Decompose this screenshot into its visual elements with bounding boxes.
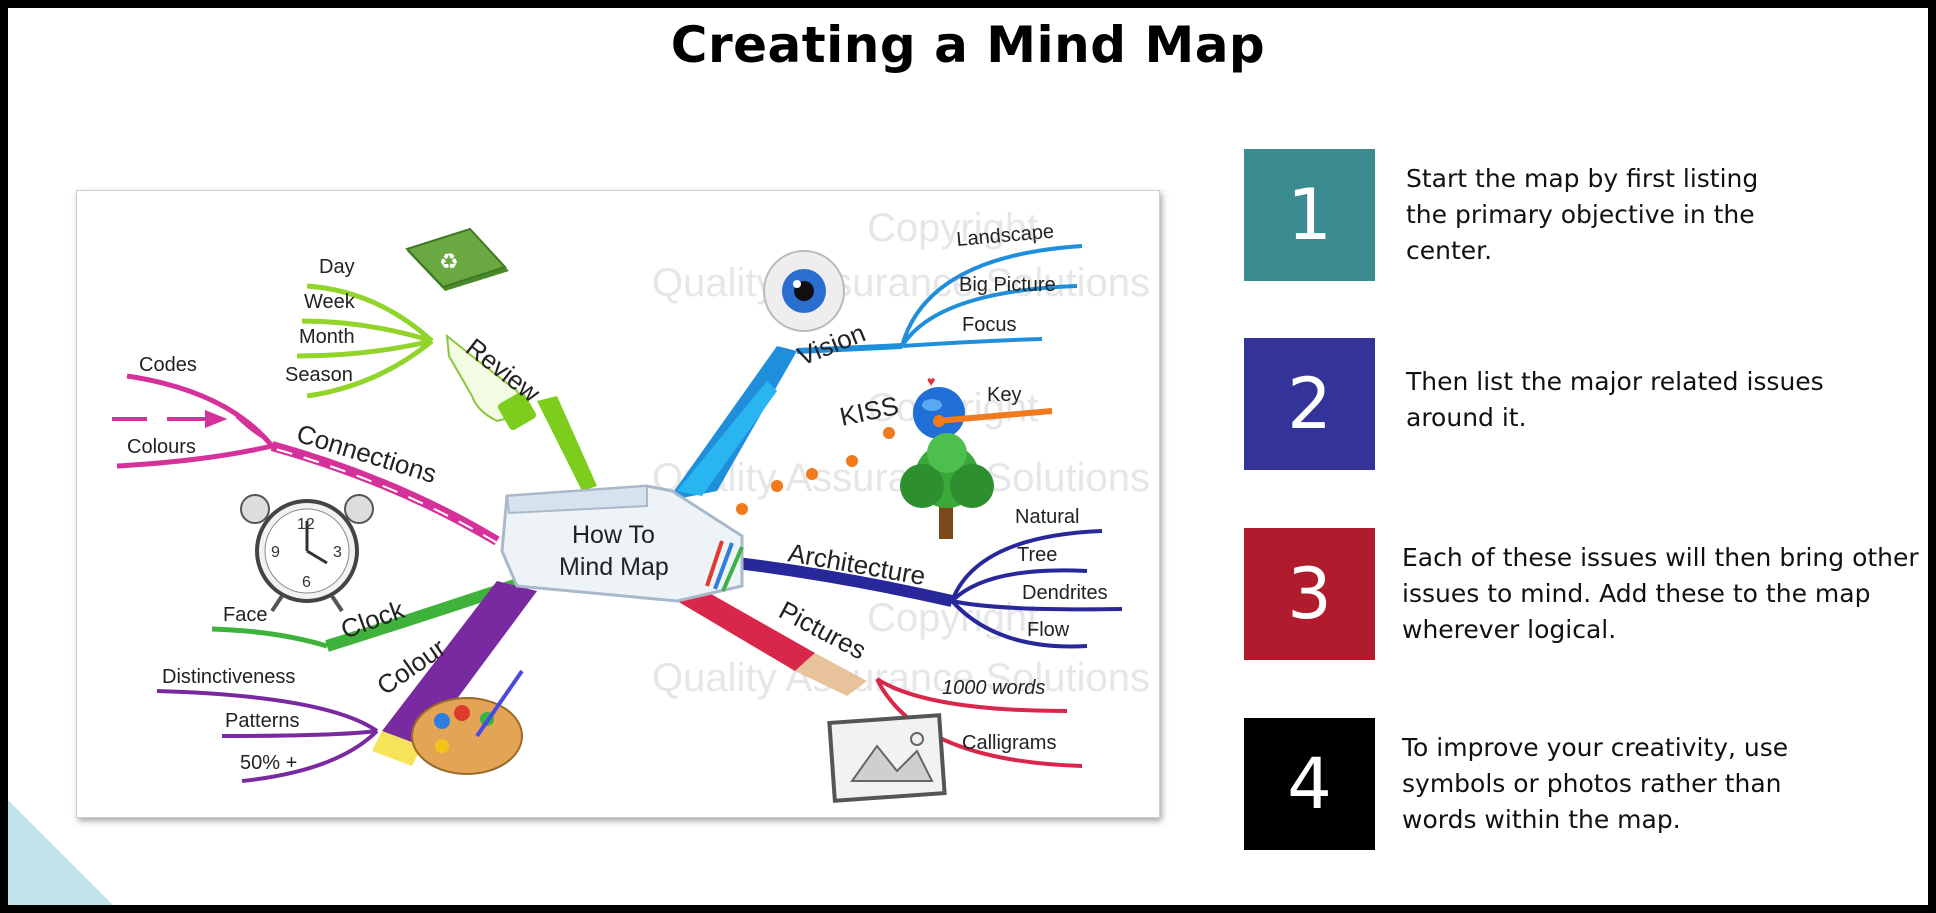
step-1-line: center. — [1406, 236, 1493, 265]
connections-item-colours: Colours — [127, 436, 196, 458]
watermark-line: Copyright — [867, 206, 1038, 250]
step-number-2: 2 — [1244, 338, 1375, 470]
vision-item-big-picture: Big Picture — [959, 274, 1056, 296]
watermark-line: Quality Assurance Solutions — [652, 456, 1150, 500]
clock-number: 9 — [271, 544, 280, 561]
step-1-line: Start the map by first listing — [1406, 164, 1759, 193]
branch-review: ♻ Review Day Week Month Season — [285, 227, 597, 491]
branch-vision: Vision Landscape Big Picture Focus — [667, 221, 1083, 501]
pictures-item-1000-words: 1000 words — [942, 677, 1045, 699]
step-4-line: words within the map. — [1402, 805, 1681, 834]
architecture-item-tree: Tree — [1017, 544, 1057, 566]
step-3-line: issues to mind. Add these to the map — [1402, 579, 1871, 608]
branch-clock: 12 3 6 9 Clock Face — [211, 494, 529, 652]
step-2-line: around it. — [1406, 403, 1527, 432]
alarm-clock-icon: 12 3 6 9 — [240, 494, 374, 613]
mind-map-image: Copyright Quality Assurance Solutions Co… — [76, 190, 1160, 818]
colour-item-distinctiveness: Distinctiveness — [162, 666, 295, 688]
picture-frame-icon — [827, 713, 947, 803]
paint-palette-icon — [411, 669, 524, 775]
step-4: 4 To improve your creativity, use symbol… — [1244, 718, 1928, 850]
step-number-4: 4 — [1244, 718, 1375, 850]
recycle-icon: ♻ — [439, 249, 459, 274]
pictures-item-calligrams: Calligrams — [962, 732, 1056, 754]
step-3-text: Each of these issues will then bring oth… — [1402, 540, 1922, 648]
step-2: 2 Then list the major related issues aro… — [1244, 338, 1928, 470]
branch-colour: Colour Distinctiveness Patterns 50% + — [156, 581, 537, 783]
vision-item-focus: Focus — [962, 314, 1016, 336]
pointing-hand-icon — [445, 333, 537, 431]
branch-kiss: ♥ KISS Key — [736, 373, 1053, 515]
watermark-line: Quality Assurance Solutions — [652, 656, 1150, 700]
clock-number: 3 — [333, 544, 342, 561]
review-item-season: Season — [285, 364, 353, 386]
step-3-line: wherever logical. — [1402, 615, 1617, 644]
step-4-line: To improve your creativity, use — [1402, 733, 1789, 762]
step-1: 1 Start the map by first listing the pri… — [1244, 149, 1928, 281]
clock-item-face: Face — [223, 604, 267, 626]
architecture-item-dendrites: Dendrites — [1022, 582, 1108, 604]
step-2-line: Then list the major related issues — [1406, 367, 1824, 396]
watermark-line: Quality Assurance Solutions — [652, 261, 1150, 305]
eye-icon — [763, 250, 845, 332]
central-node: How To Mind Map — [500, 484, 744, 603]
step-4-text: To improve your creativity, use symbols … — [1402, 730, 1928, 838]
step-3: 3 Each of these issues will then bring o… — [1244, 528, 1928, 660]
review-item-month: Month — [299, 326, 355, 348]
step-number-3: 3 — [1244, 528, 1375, 660]
step-number-1: 1 — [1244, 149, 1375, 281]
slide: Creating a Mind Map Copyright Quality As… — [8, 8, 1928, 905]
step-1-line: the primary objective in the — [1406, 200, 1755, 229]
watermark: Copyright Quality Assurance Solutions Co… — [652, 206, 1150, 700]
mind-map-diagram: Copyright Quality Assurance Solutions Co… — [112, 206, 1150, 803]
review-item-day: Day — [319, 256, 355, 278]
corner-accent-triangle — [8, 800, 113, 905]
review-item-week: Week — [304, 291, 356, 313]
kiss-item-key: Key — [987, 384, 1021, 406]
kiss-globe-icon: ♥ — [913, 373, 965, 439]
architecture-item-flow: Flow — [1027, 619, 1070, 641]
colour-item-patterns: Patterns — [225, 710, 299, 732]
central-node-line-2: Mind Map — [559, 553, 669, 581]
step-1-text: Start the map by first listing the prima… — [1406, 161, 1928, 269]
paintbrushes-icon — [705, 540, 744, 592]
tree-icon — [900, 433, 994, 539]
connections-item-codes: Codes — [139, 354, 197, 376]
step-3-line: Each of these issues will then bring oth… — [1402, 543, 1919, 572]
recycle-folder-icon: ♻ — [405, 227, 509, 291]
step-2-text: Then list the major related issues aroun… — [1406, 364, 1928, 436]
central-node-line-1: How To — [572, 521, 655, 549]
slide-title: Creating a Mind Map — [670, 16, 1266, 74]
architecture-item-natural: Natural — [1015, 506, 1079, 528]
step-4-line: symbols or photos rather than — [1402, 769, 1782, 798]
colour-item-50-percent: 50% + — [240, 752, 297, 774]
clock-number: 6 — [302, 574, 311, 591]
heart-icon: ♥ — [927, 373, 935, 389]
